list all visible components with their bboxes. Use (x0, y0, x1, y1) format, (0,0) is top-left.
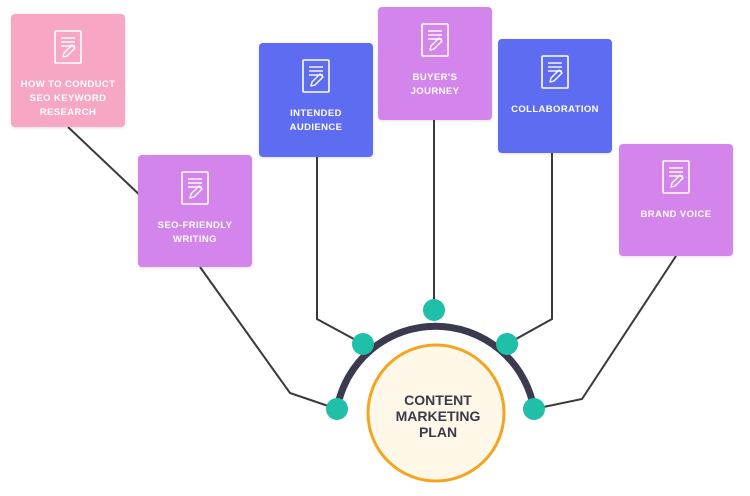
card-buyers-journey: BUYER'S JOURNEY (378, 7, 492, 120)
card-label: COLLABORATION (511, 104, 599, 115)
connector-intended-audience (316, 157, 364, 345)
connector-keyword-research (67, 126, 146, 201)
connector-collaboration (506, 153, 553, 345)
card-brand-voice: BRAND VOICE (619, 144, 733, 256)
card-label: BUYER'S JOURNEY (410, 72, 460, 97)
document-pencil-icon (541, 55, 569, 89)
center-circle (366, 343, 506, 483)
node-left (326, 398, 348, 420)
card-intended-audience: INTENDED AUDIENCE (259, 43, 373, 157)
center-label: CONTENT MARKETING PLAN (395, 392, 481, 440)
document-pencil-icon (302, 59, 330, 93)
card-label: INTENDED AUDIENCE (289, 108, 343, 133)
document-pencil-icon (662, 160, 690, 194)
node-top (423, 299, 445, 321)
connector-brand-voice (533, 255, 677, 410)
card-seo-writing: SEO-FRIENDLY WRITING (138, 155, 252, 267)
node-upper-left (352, 333, 374, 355)
node-upper-right (496, 333, 518, 355)
card-label: HOW TO CONDUCT SEO KEYWORD RESEARCH (20, 79, 116, 118)
card-label: BRAND VOICE (640, 209, 712, 220)
connector-seo-writing (199, 266, 338, 410)
card-collaboration: COLLABORATION (498, 39, 612, 153)
document-pencil-icon (54, 30, 82, 64)
arc (333, 322, 538, 413)
card-keyword-research: HOW TO CONDUCT SEO KEYWORD RESEARCH (11, 14, 125, 127)
connector-lines (67, 120, 677, 410)
document-pencil-icon (421, 23, 449, 57)
document-pencil-icon (181, 171, 209, 205)
card-label: SEO-FRIENDLY WRITING (157, 220, 233, 245)
node-right (523, 398, 545, 420)
connection-nodes (326, 299, 545, 420)
